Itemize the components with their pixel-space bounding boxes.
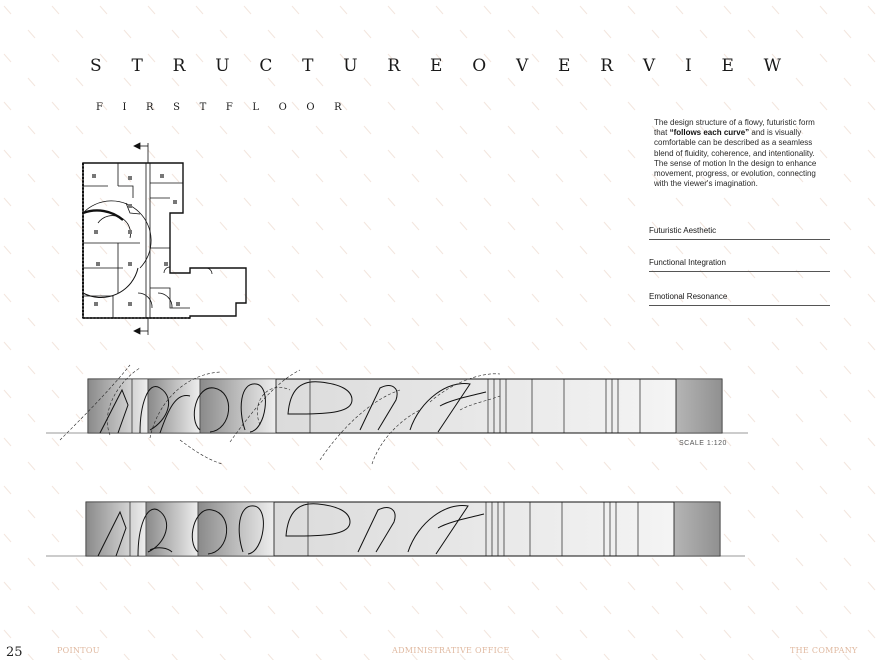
- page-number: 25: [6, 645, 23, 660]
- page-title: S T R U C T U R E O V E R V I E W: [90, 56, 794, 76]
- elevation-bottom-icon: [46, 501, 745, 557]
- floor-subtitle: F I R S T F L O O R: [96, 102, 350, 113]
- description-after: and is visually comfortable can be descr…: [654, 128, 817, 189]
- floor-plan-icon: [82, 142, 247, 335]
- description-emphasis: “follows each curve”: [669, 128, 750, 138]
- scale-label: SCALE 1:120: [679, 440, 727, 447]
- footer-center-text: ADMINISTRATIVE OFFICE: [392, 646, 510, 655]
- feature-futuristic-aesthetic: Futuristic Aesthetic: [649, 226, 830, 240]
- footer-left-text: POINTOU: [57, 646, 100, 655]
- feature-emotional-resonance: Emotional Resonance: [649, 292, 830, 306]
- description-before: The design structure of a flowy, futuris…: [654, 118, 815, 138]
- feature-functional-integration: Functional Integration: [649, 258, 830, 272]
- description-text: The design structure of a flowy, futuris…: [654, 118, 830, 189]
- footer-right-text: THE COMPANY: [790, 646, 858, 655]
- elevation-top-icon: [46, 364, 748, 465]
